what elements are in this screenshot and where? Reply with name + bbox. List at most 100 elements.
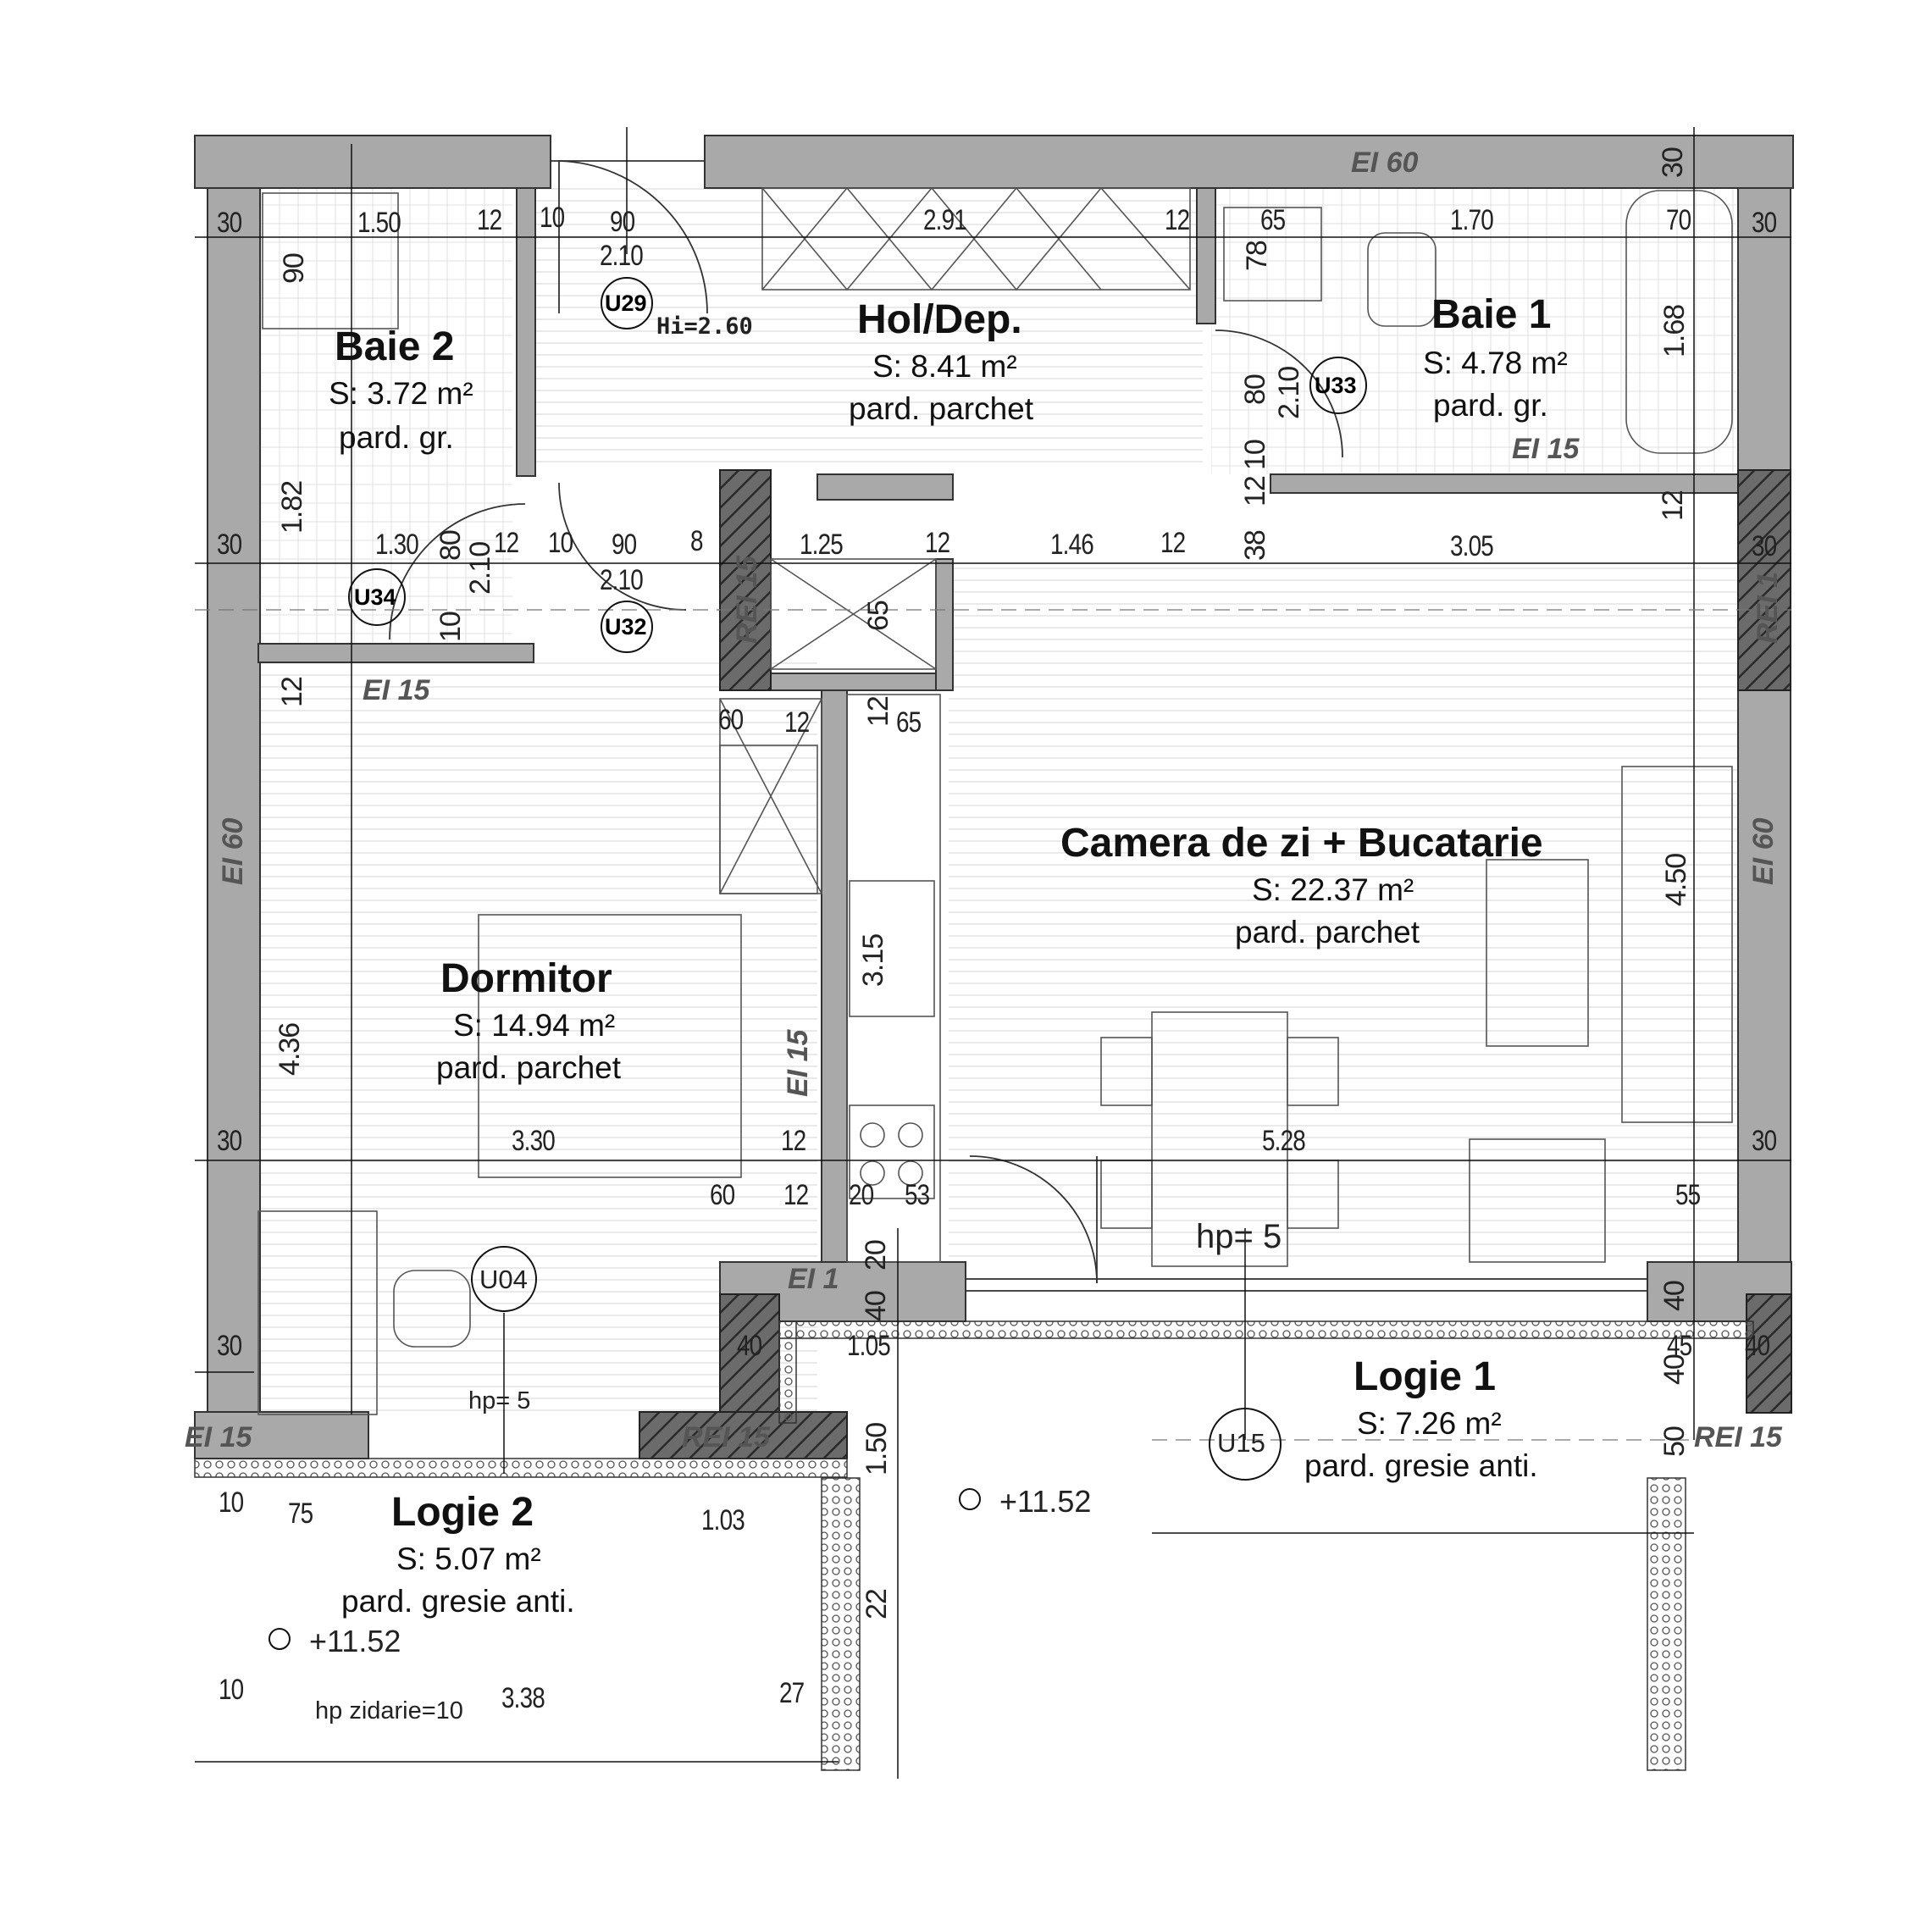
level-elevation-2: +11.52 — [309, 1624, 401, 1658]
room-name-hol: Hol/Dep. — [857, 297, 1022, 342]
dim: 60 — [710, 1179, 735, 1211]
dim: 1.30 — [375, 529, 419, 561]
level-mark-1 — [959, 1488, 981, 1510]
dim: 3.38 — [501, 1682, 545, 1714]
dim: 1.25 — [800, 529, 844, 561]
wall-baie2-right — [516, 187, 536, 477]
room-floor-hol: pard. parchet — [849, 391, 1034, 426]
note-hp-1: hp= 5 — [1196, 1218, 1282, 1255]
dim: 12 — [276, 677, 308, 707]
dim: 12 — [1160, 527, 1186, 559]
dim: 40 — [860, 1291, 892, 1321]
dim: 65 — [896, 706, 922, 739]
coffee-table — [1486, 859, 1589, 1047]
desk — [257, 1210, 378, 1415]
note-hp-2: hp= 5 — [468, 1387, 531, 1414]
level-mark-2 — [268, 1628, 291, 1650]
dim: 30 — [1657, 147, 1689, 178]
bed — [478, 914, 742, 1178]
dim: 1.70 — [1450, 204, 1494, 236]
chair-table-1 — [1100, 1037, 1153, 1106]
door-swing-u33 — [1215, 329, 1343, 458]
door-swing-u29 — [558, 160, 708, 314]
dim: 30 — [1752, 1125, 1777, 1157]
fire-rating-bottom: EI 1 — [788, 1263, 839, 1295]
dim: 80 — [435, 530, 467, 561]
level-elevation-1: +11.52 — [999, 1484, 1092, 1519]
fire-rating-column: REI 15 — [731, 556, 763, 644]
dim: 5.28 — [1262, 1125, 1306, 1157]
dim: 1.68 — [1658, 304, 1691, 357]
kitchen-counter — [846, 694, 941, 1263]
fire-rating-baie1: EI 15 — [1512, 433, 1580, 465]
dim: 1.82 — [276, 480, 308, 534]
window-logie1 — [965, 1278, 1648, 1292]
dim: 78 — [1241, 241, 1273, 271]
insulation-mid — [778, 1320, 797, 1424]
room-floor-dormitor: pard. parchet — [436, 1050, 622, 1085]
door-tag-u32: U32 — [605, 614, 647, 639]
dim: 12 — [477, 204, 502, 236]
fire-rating-baie2: EI 15 — [363, 674, 430, 706]
column-logie1-right — [1746, 1293, 1792, 1414]
insulation-col-left — [821, 1477, 861, 1771]
wall-baie2-bottom — [257, 643, 534, 663]
wall-right — [1737, 187, 1791, 1269]
wall-kitchen-left — [821, 689, 848, 1263]
stove — [849, 1104, 935, 1199]
dim: 8 — [690, 525, 704, 557]
fire-rating-right-col: REI 1 — [1752, 571, 1784, 644]
room-floor-camera: pard. parchet — [1235, 915, 1420, 949]
room-name-camera: Camera de zi + Bucatarie — [1060, 821, 1543, 866]
chair — [393, 1270, 471, 1348]
room-area-hol: S: 8.41 m² — [872, 349, 1017, 384]
dim: 10 — [219, 1486, 244, 1519]
dim: 1.46 — [1050, 529, 1094, 561]
dim: 90 — [278, 253, 310, 284]
sink-kitchen — [849, 880, 935, 1017]
floor-tiles-baie1 — [1211, 186, 1736, 474]
dim: 12 — [1657, 490, 1689, 521]
fire-rating-right: EI 60 — [1747, 817, 1780, 885]
room-floor-logie1: pard. gresie anti. — [1304, 1448, 1538, 1483]
door-tag-u34: U34 — [354, 584, 396, 610]
dim: 12 — [1165, 204, 1190, 236]
room-name-baie2: Baie 2 — [335, 324, 455, 369]
dim: 40 — [1658, 1354, 1691, 1385]
wall-shaft-right — [935, 558, 954, 691]
dim: 10 — [219, 1674, 244, 1706]
room-area-baie1: S: 4.78 m² — [1423, 346, 1568, 380]
wall-shaft-bottom — [766, 673, 954, 691]
room-floor-baie2: pard. gr. — [339, 420, 454, 455]
armchair — [1469, 1138, 1606, 1263]
dim: 2.91 — [923, 204, 967, 236]
dim: 3.15 — [857, 933, 889, 987]
door-swing-main — [969, 1155, 1098, 1284]
dim: 40 — [1658, 1281, 1691, 1311]
dim: 2.10 — [464, 541, 496, 595]
tag-circle-u33 — [1309, 357, 1367, 414]
fire-rating-logie1-col: REI 15 — [1694, 1421, 1782, 1453]
dim: 40 — [1745, 1330, 1770, 1362]
shower-baie2 — [262, 192, 399, 329]
dim: 20 — [849, 1179, 874, 1211]
note-ceiling-height: Hi=2.60 — [656, 313, 753, 340]
tag-circle-u15 — [1209, 1408, 1282, 1481]
column-rei15-center — [719, 469, 772, 691]
dim: 10 — [540, 202, 565, 234]
dim: 12 — [781, 1125, 806, 1157]
column-logie2 — [639, 1411, 848, 1459]
dim: 12 — [783, 1179, 809, 1211]
dim: 45 — [1667, 1330, 1692, 1362]
tag-u15: U15 — [1217, 1428, 1265, 1458]
dim: 12 — [862, 696, 894, 727]
fire-rating-top: EI 60 — [1351, 147, 1419, 179]
dim: 12 — [1239, 476, 1271, 507]
dim: 22 — [861, 1589, 893, 1619]
dim: 70 — [1666, 204, 1691, 236]
room-name-logie1: Logie 1 — [1354, 1354, 1497, 1399]
dim: 3.30 — [512, 1125, 556, 1157]
insulation-logie-top — [778, 1320, 1754, 1339]
dim: 20 — [860, 1240, 892, 1270]
